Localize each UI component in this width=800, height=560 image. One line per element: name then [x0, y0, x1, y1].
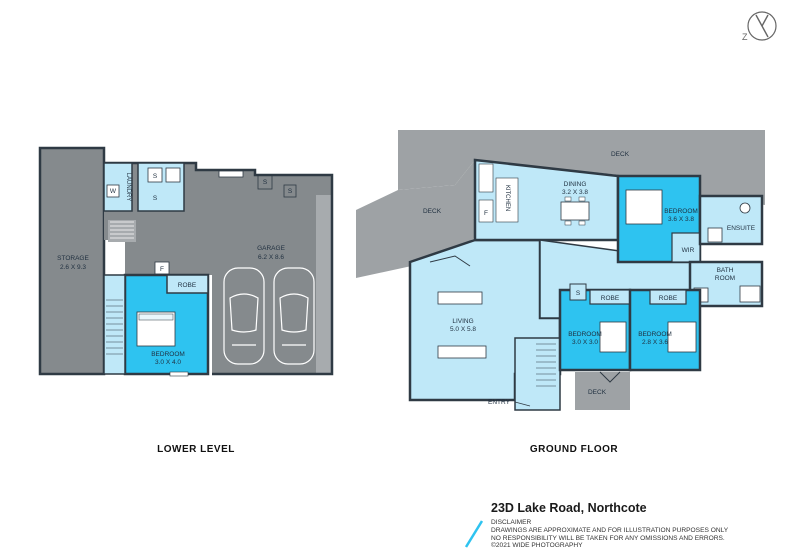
deck-bottom	[575, 372, 630, 410]
deck-top-label: DECK	[611, 151, 630, 158]
lower-level-title: LOWER LEVEL	[157, 444, 235, 455]
bedroom-1-dims: 3.6 X 3.8	[668, 216, 694, 223]
bath-label-1: BATH	[717, 267, 734, 274]
wir-label: WIR	[682, 247, 695, 254]
sofa	[437, 345, 487, 359]
entry-label: ENTRY	[488, 399, 511, 406]
ensuite-label: ENSUITE	[727, 225, 756, 232]
lower-w: W	[110, 188, 117, 195]
deck-left	[356, 160, 475, 278]
svg-text:Z: Z	[742, 32, 748, 42]
lower-robe-label: ROBE	[178, 282, 197, 289]
bedroom-3-dims: 2.8 X 3.6	[642, 339, 668, 346]
washer	[106, 184, 120, 198]
car-icon	[273, 267, 315, 365]
dining-table	[560, 196, 590, 226]
lower-s1: S	[153, 173, 158, 180]
lower-bedroom-dims: 3.0 X 4.0	[155, 359, 181, 366]
lower-s2: S	[153, 195, 158, 202]
lower-s3: S	[263, 179, 268, 186]
dining-label: DINING	[564, 181, 587, 188]
copyright: ©2021 WIDE PHOTOGRAPHY	[491, 542, 583, 550]
kitchen-label: KITCHEN	[504, 185, 510, 211]
living-dims: 5.0 X 5.8	[450, 326, 476, 333]
bedroom-1-label: BEDROOM	[664, 208, 698, 215]
robe-1-label: ROBE	[601, 295, 620, 302]
storage-area	[38, 146, 106, 376]
ground-floor-title: GROUND FLOOR	[530, 444, 618, 455]
robe-2-area	[649, 289, 687, 305]
garage-area	[104, 163, 332, 374]
bedroom-2-label: BEDROOM	[568, 331, 602, 338]
lower-bedroom-label: BEDROOM	[151, 351, 185, 358]
garage-label: GARAGE	[257, 245, 285, 252]
lower-s4: S	[288, 188, 293, 195]
deck-left-label: DECK	[423, 208, 442, 215]
storage-label: STORAGE	[57, 255, 89, 262]
disclaimer-line: NO RESPONSIBILITY WILL BE TAKEN FOR ANY …	[491, 534, 725, 542]
bedroom-2-dims: 3.0 X 3.0	[572, 339, 598, 346]
bedroom-1-bed	[625, 189, 663, 225]
disclaimer-heading: DISCLAIMER	[491, 519, 532, 526]
lower-f: F	[160, 266, 164, 273]
garage-right-strip	[316, 195, 332, 374]
car-icon	[223, 267, 265, 365]
disclaimer: DISCLAIMER DRAWINGS ARE APPROXIMATE AND …	[491, 519, 728, 550]
storage-dims: 2.6 X 9.3	[60, 264, 86, 271]
living-label: LIVING	[452, 318, 473, 325]
sofa	[437, 291, 483, 305]
deck-bottom-label: DECK	[588, 389, 607, 396]
entry-stair	[514, 337, 561, 411]
lower-robe	[166, 274, 209, 294]
logo-slash-icon	[464, 520, 484, 548]
dining-dims: 3.2 X 3.8	[562, 189, 588, 196]
north-compass-icon: Z	[742, 11, 777, 42]
laundry-label: LAUNDRY	[125, 173, 131, 202]
lower-level-plan: STORAGE 2.6 X 9.3 GARAGE 6.2 X 8.6 BEDRO…	[38, 146, 334, 377]
ground-floor-plan: DECK DECK DECK KITCHEN DINING 3.2 X 3.8 …	[356, 130, 765, 411]
property-address: 23D Lake Road, Northcote	[491, 501, 647, 515]
lower-stair	[108, 220, 136, 242]
bath-label-2: ROOM	[715, 275, 735, 282]
wir-area	[671, 232, 701, 263]
garage-dims: 6.2 X 8.6	[258, 254, 284, 261]
closet-s-label: S	[576, 290, 581, 297]
bedroom-3-label: BEDROOM	[638, 331, 672, 338]
kitchen-f-label: F	[484, 210, 488, 217]
robe-2-label: ROBE	[659, 295, 678, 302]
disclaimer-line: DRAWINGS ARE APPROXIMATE AND FOR ILLUSTR…	[491, 526, 729, 534]
